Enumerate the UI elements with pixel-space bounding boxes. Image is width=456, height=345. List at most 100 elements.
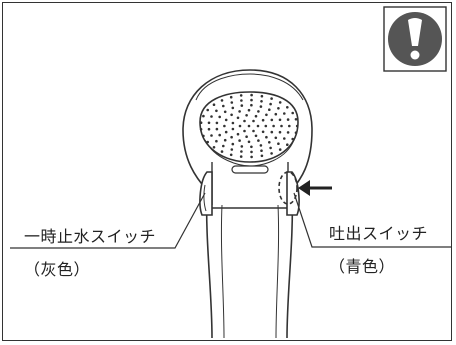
spray-hole — [210, 115, 213, 118]
spray-hole — [268, 108, 271, 111]
spray-hole — [215, 127, 219, 131]
spray-hole — [230, 113, 233, 117]
spray-hole — [240, 104, 244, 107]
spray-hole — [230, 148, 234, 151]
spray-hole — [231, 106, 235, 110]
spray-hole — [250, 150, 253, 154]
spray-hole — [254, 134, 258, 138]
spray-hole — [212, 103, 216, 106]
spray-hole — [259, 144, 263, 147]
spray-hole — [250, 103, 253, 107]
spray-hole — [278, 130, 282, 134]
spray-hole — [274, 136, 278, 140]
spray-hole — [240, 99, 243, 102]
spray-hole — [215, 121, 219, 125]
spray-hole — [239, 155, 243, 158]
spray-hole — [286, 106, 289, 109]
spray-hole — [294, 131, 298, 134]
spray-hole — [210, 134, 213, 137]
spray-hole — [224, 130, 228, 134]
spray-hole — [286, 131, 290, 134]
spray-hole — [212, 146, 216, 149]
exclamation-icon — [388, 12, 442, 66]
spray-hole — [220, 99, 224, 102]
leader-lines — [10, 192, 452, 249]
spray-hole — [206, 108, 209, 112]
spray-hole — [260, 94, 264, 98]
spray-hole — [247, 108, 251, 112]
spray-hole — [229, 153, 233, 157]
spray-hole — [270, 152, 273, 155]
spray-hole — [270, 130, 274, 134]
spray-hole — [199, 121, 203, 124]
spray-hole — [245, 135, 248, 138]
spray-hole — [215, 109, 218, 113]
spray-hole — [264, 124, 268, 128]
arrow-icon — [298, 180, 332, 196]
spray-hole — [229, 95, 233, 99]
spray-hole — [218, 115, 221, 119]
spray-hole — [250, 98, 253, 102]
spray-hole — [230, 135, 233, 139]
outlet-switch-color-label: （青色） — [329, 257, 396, 276]
spray-hole — [218, 133, 221, 137]
spray-hole — [250, 93, 253, 97]
spray-hole — [223, 110, 227, 114]
spray-hole — [231, 142, 235, 146]
outlet-switch-highlight — [278, 171, 298, 205]
stop-switch-color-label: （灰色） — [24, 260, 91, 279]
outlet-switch-label: 吐出スイッチ — [329, 224, 429, 243]
spray-hole — [272, 124, 275, 128]
spray-hole — [270, 118, 274, 122]
spray-hole — [199, 128, 203, 131]
spray-hole — [222, 144, 225, 148]
spray-hole — [252, 119, 255, 123]
spray-hole — [231, 121, 235, 125]
spray-hole — [295, 124, 299, 128]
spray-hole — [215, 139, 218, 143]
spray-hole — [291, 137, 295, 141]
spray-hole — [274, 112, 278, 116]
spray-hole — [250, 155, 253, 159]
spray-hole — [223, 124, 226, 128]
spray-hole — [268, 141, 271, 144]
spray-hole — [247, 140, 251, 144]
spray-hole — [238, 124, 242, 128]
spray-hole — [283, 137, 286, 140]
spray-hole — [236, 116, 240, 120]
spray-hole — [230, 101, 234, 104]
spray-hole — [294, 118, 298, 121]
spray-hole — [206, 140, 209, 144]
spray-hole — [260, 154, 264, 158]
spray-hole — [224, 118, 228, 122]
spray-hole — [202, 134, 205, 138]
spray-hole — [259, 105, 263, 108]
spray-hole — [238, 110, 241, 113]
spray-hole — [207, 121, 211, 125]
spray-hole — [247, 124, 251, 128]
spray-hole — [202, 114, 205, 118]
shower-head — [182, 69, 313, 339]
spray-hole — [277, 142, 280, 145]
spray-hole — [260, 149, 263, 152]
spray-hole — [231, 127, 235, 131]
spray-hole — [286, 143, 289, 146]
spray-hole — [254, 114, 258, 118]
spray-hole — [243, 119, 246, 123]
spray-hole — [265, 113, 268, 117]
spray-hole — [257, 139, 260, 142]
spray-hole — [260, 100, 263, 103]
spray-hole — [261, 130, 265, 134]
stop-switch-label: 一時止水スイッチ — [24, 227, 157, 246]
spray-hole — [239, 94, 243, 97]
spray-hole — [236, 132, 240, 136]
spray-hole — [283, 112, 286, 115]
spray-hole — [240, 145, 244, 148]
spray-holes — [199, 93, 299, 159]
spray-hole — [222, 104, 225, 108]
spray-hole — [286, 118, 290, 121]
spray-hole — [269, 146, 272, 150]
spray-hole — [252, 129, 255, 133]
spray-hole — [278, 118, 282, 122]
